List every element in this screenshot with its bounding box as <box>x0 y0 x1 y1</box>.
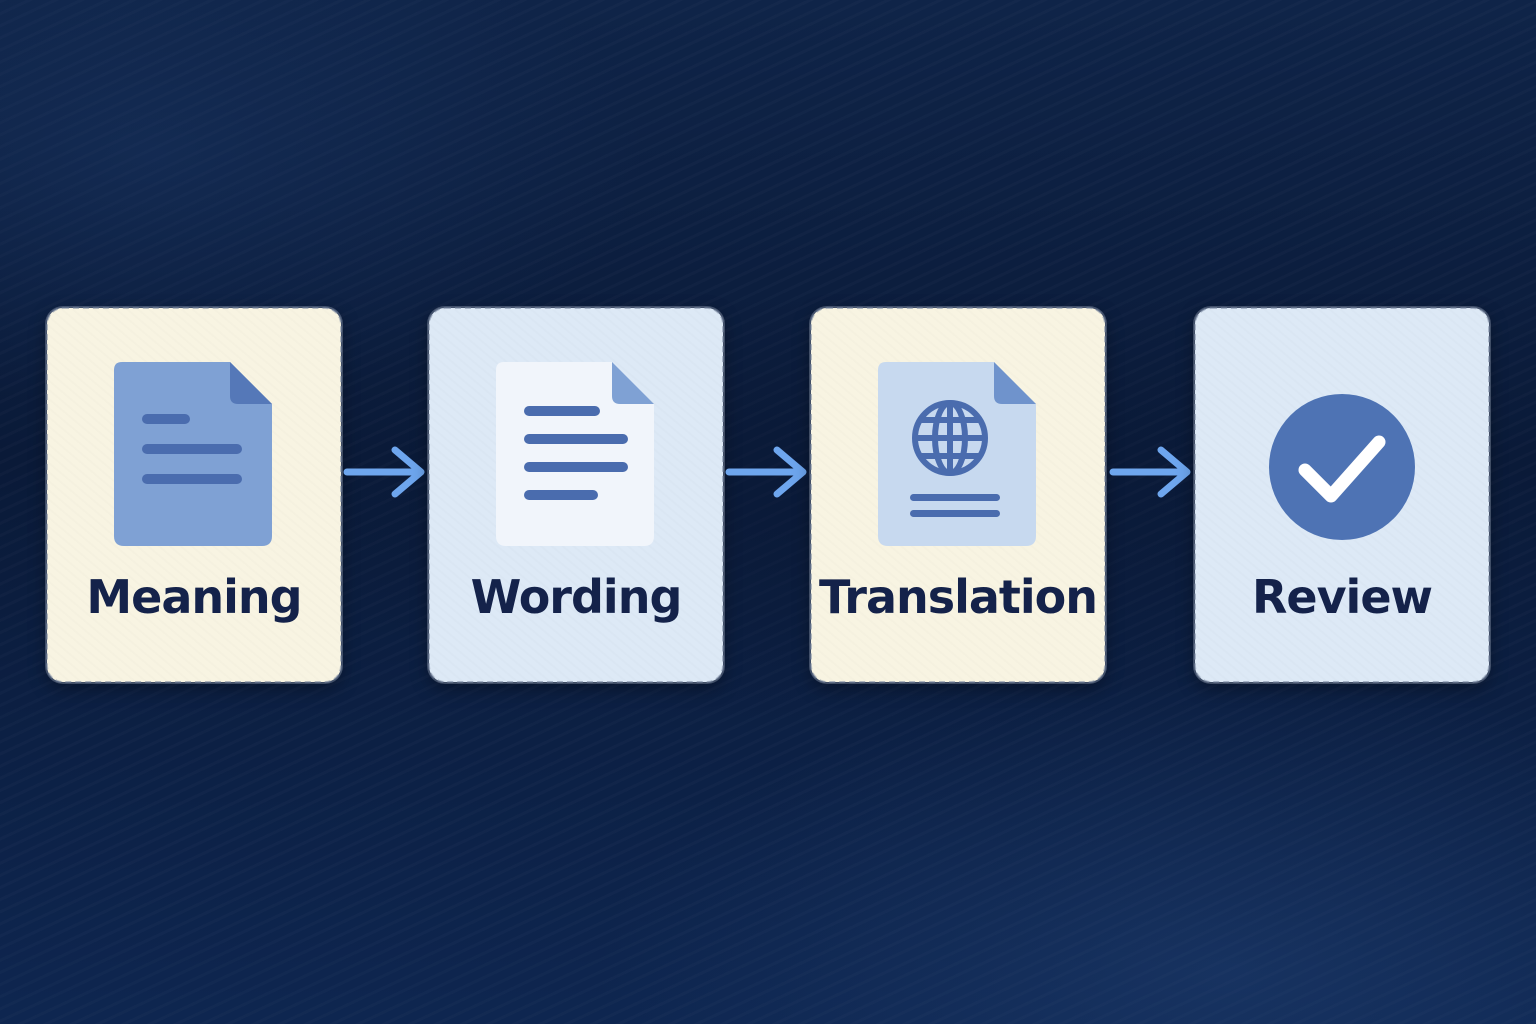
step-card-translation: Translation <box>810 307 1106 683</box>
globe-document-icon <box>878 362 1038 552</box>
step-card-wording: Wording <box>428 307 724 683</box>
arrow-right-icon <box>725 444 809 504</box>
document-lines-icon <box>114 362 274 552</box>
step-label: Translation <box>818 570 1098 624</box>
step-label: Meaning <box>86 570 302 624</box>
arrow-right-icon <box>343 444 427 504</box>
arrow-right-icon <box>1109 444 1193 504</box>
step-card-meaning: Meaning <box>46 307 342 683</box>
step-card-review: Review <box>1194 307 1490 683</box>
step-label: Wording <box>470 570 683 624</box>
document-lines-icon <box>496 362 656 552</box>
checkmark-circle-icon <box>1267 392 1417 546</box>
step-label: Review <box>1251 570 1433 624</box>
